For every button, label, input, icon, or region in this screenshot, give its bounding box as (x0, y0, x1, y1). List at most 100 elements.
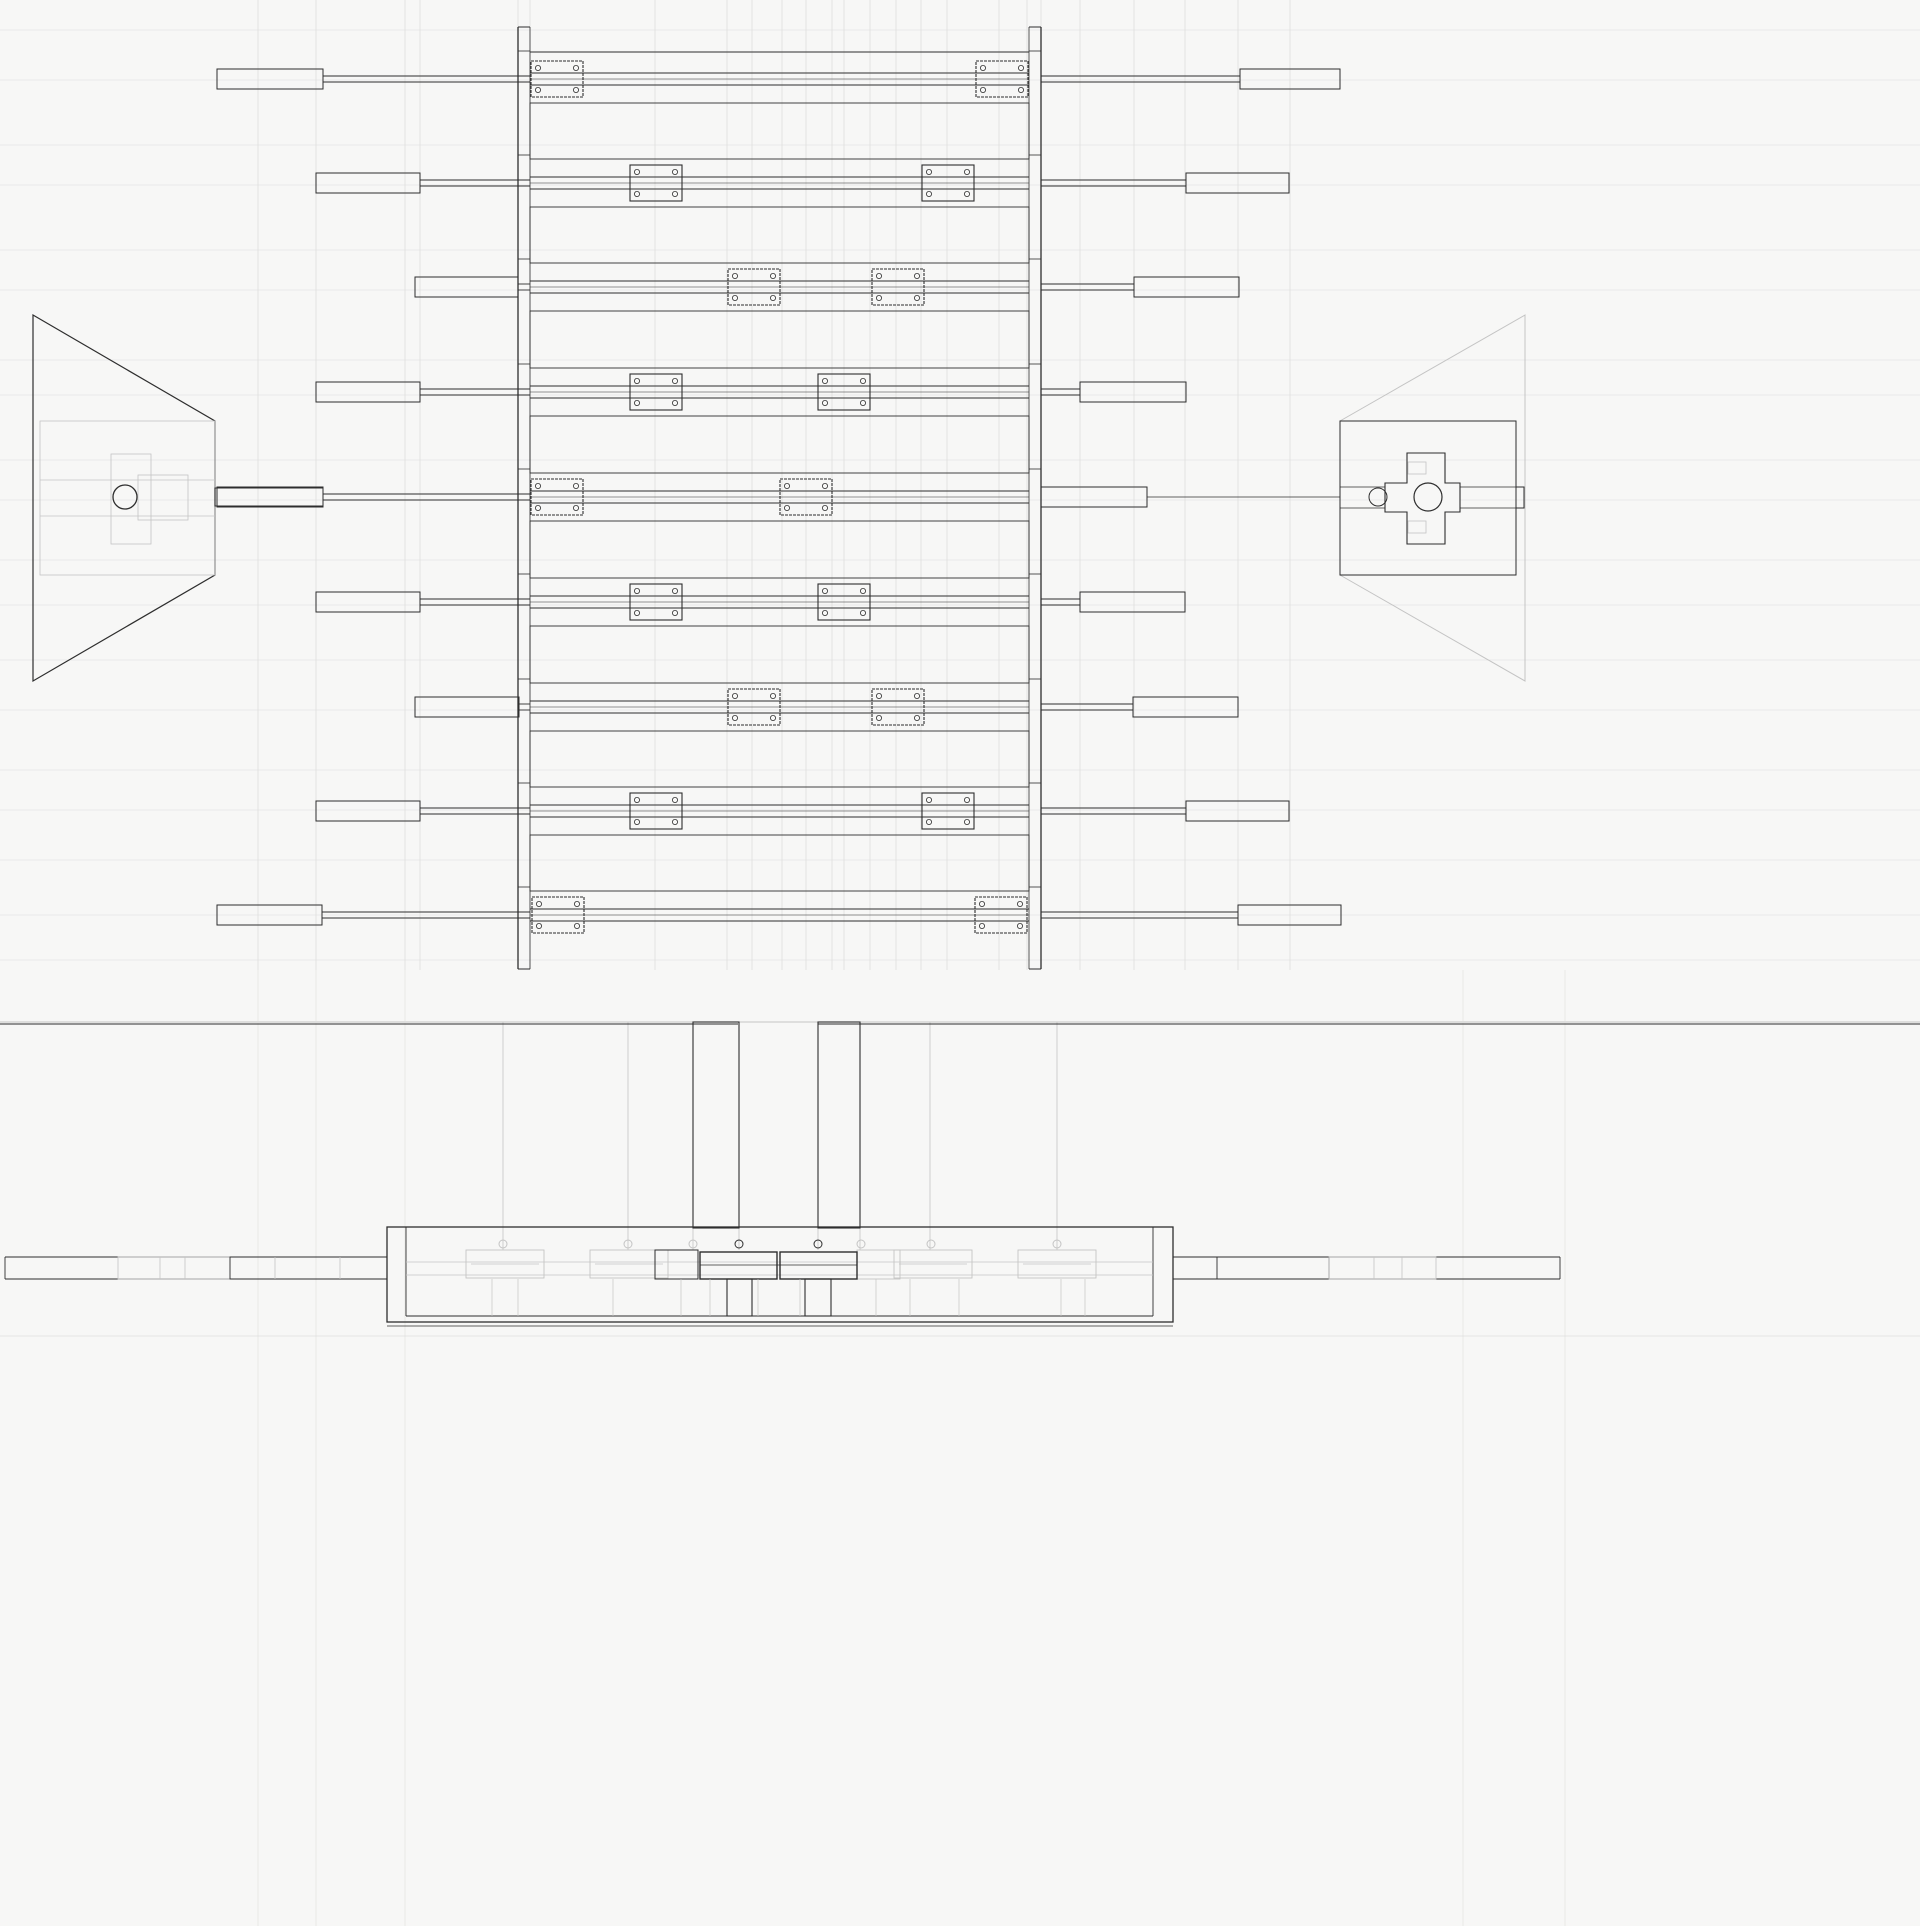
spacer-panel (529, 520, 1030, 579)
bearing-elevation-faint (589, 1249, 669, 1279)
mounting-hole (860, 588, 867, 595)
mounting-hole (672, 190, 679, 197)
pillow-block (629, 164, 683, 202)
pillow-block-body (629, 792, 683, 830)
pillow-block (975, 60, 1029, 98)
mounting-hole (860, 399, 867, 406)
rod-knob (498, 1239, 508, 1249)
spacer-panel (529, 625, 1030, 684)
mounting-hole (672, 588, 679, 595)
mounting-hole (634, 819, 641, 826)
mounting-hole (914, 693, 921, 700)
mounting-hole (822, 610, 829, 617)
rail-row-8 (315, 782, 1290, 830)
rod-grip-left (414, 276, 519, 298)
mounting-hole (784, 482, 791, 489)
support-column-right (817, 1021, 861, 1229)
pillow-block (530, 478, 584, 516)
pillow-block (629, 792, 683, 830)
rod-knob (734, 1239, 744, 1249)
center-foot-left (726, 1278, 753, 1317)
pillow-block-body (779, 478, 833, 516)
support-column-left (692, 1021, 740, 1229)
pillow-block (817, 373, 871, 411)
handle-clamp (110, 453, 152, 545)
rod-knob (813, 1239, 823, 1249)
pillow-block-body (629, 164, 683, 202)
mounting-hole (876, 693, 883, 700)
mounting-hole (914, 294, 921, 301)
center-foot-right (804, 1278, 832, 1317)
handle-clamp-inner (137, 474, 189, 521)
mounting-hole (574, 923, 581, 930)
rod-grip-right (1133, 276, 1240, 298)
mounting-hole (822, 399, 829, 406)
pillow-block (629, 373, 683, 411)
mounting-hole (964, 797, 971, 804)
pillow-block (974, 896, 1028, 934)
mounting-hole (672, 377, 679, 384)
pillow-block (531, 896, 585, 934)
rod-knob (926, 1239, 936, 1249)
rail-row-5 (216, 468, 1148, 516)
mounting-hole (634, 190, 641, 197)
mounting-hole (732, 294, 739, 301)
mounting-hole (822, 482, 829, 489)
pillow-block-body (727, 688, 781, 726)
mounting-hole (535, 87, 542, 94)
right-handle-detail (1147, 314, 1526, 682)
rod-grip-right (1079, 591, 1186, 613)
elevation-view (0, 1021, 1920, 1327)
spacer-panel (529, 206, 1030, 264)
pillow-block-body (530, 478, 584, 516)
mounting-hole (770, 693, 777, 700)
pillow-block-body (871, 688, 925, 726)
pillow-block (530, 60, 584, 98)
mounting-hole (914, 715, 921, 722)
rod-grip-left (216, 68, 324, 90)
mounting-hole (1017, 923, 1024, 930)
bearing-elevation-faint (893, 1249, 973, 1279)
mounting-hole (979, 901, 986, 908)
pillow-block (779, 478, 833, 516)
mounting-hole (926, 190, 933, 197)
mounting-hole (634, 377, 641, 384)
rod-grip-left (315, 800, 421, 822)
mounting-hole (980, 65, 987, 72)
mounting-hole (672, 797, 679, 804)
mounting-hole (876, 294, 883, 301)
rod-grip-elevation (1216, 1256, 1330, 1280)
mounting-hole (770, 715, 777, 722)
mounting-hole (634, 399, 641, 406)
mounting-hole (926, 168, 933, 175)
mounting-hole (634, 797, 641, 804)
mounting-hole (574, 901, 581, 908)
rail-row-7 (414, 678, 1239, 726)
rail-row-2 (315, 154, 1290, 202)
mounting-hole (672, 610, 679, 617)
mounting-hole (672, 399, 679, 406)
mounting-hole (634, 588, 641, 595)
mounting-hole (1017, 901, 1024, 908)
spacer-panel (529, 310, 1030, 369)
mounting-hole (860, 377, 867, 384)
pillow-block-body (974, 896, 1028, 934)
mounting-hole (860, 610, 867, 617)
mounting-hole (573, 87, 580, 94)
mounting-hole (1018, 65, 1025, 72)
mounting-hole (634, 168, 641, 175)
mounting-hole (980, 87, 987, 94)
handle-shaft-circle (1413, 482, 1443, 512)
mounting-hole (876, 715, 883, 722)
mounting-hole (926, 797, 933, 804)
rod-grip-elevation (1328, 1256, 1437, 1280)
mounting-hole (770, 272, 777, 279)
rod-grip-right (1237, 904, 1342, 926)
pillow-block (871, 688, 925, 726)
rod-grip-right (1239, 68, 1341, 90)
mounting-hole (535, 65, 542, 72)
rod-grip-left (216, 486, 324, 508)
spacer-panel (529, 102, 1030, 160)
